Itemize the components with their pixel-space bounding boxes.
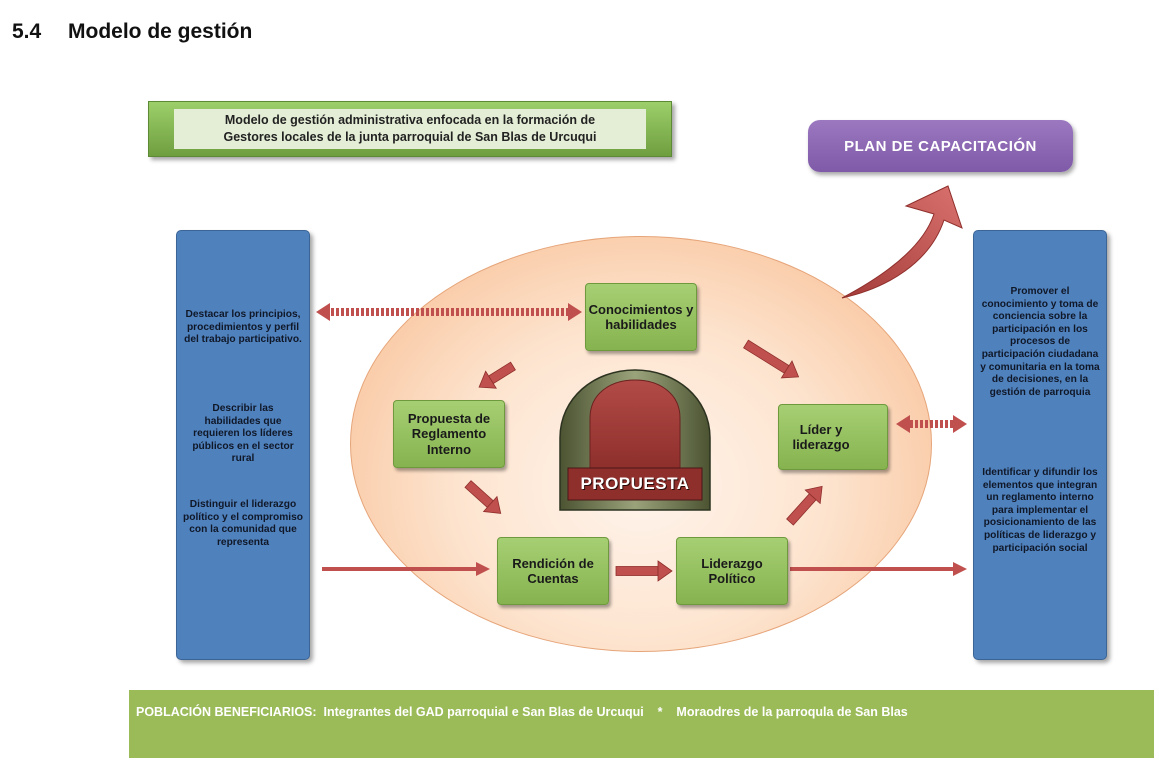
beneficiaries-separator: * <box>657 705 663 719</box>
left-objectives-panel: Destacar los principios, procedimientos … <box>176 230 310 660</box>
beneficiaries-bar: POBLACIÓN BENEFICIARIOS: Integrantes del… <box>129 690 1154 758</box>
node-rendicion-cuentas: Rendición de Cuentas <box>497 537 609 605</box>
section-number: 5.4 <box>12 20 42 43</box>
beneficiaries-item-1: Integrantes del GAD parroquial e San Bla… <box>323 705 644 719</box>
left-objective-2: Describir las habilidades que requieren … <box>192 403 294 465</box>
node-propuesta-reglamento: Propuesta de Reglamento Interno <box>393 400 505 468</box>
node-lider-liderazgo: Líder y liderazgo <box>778 404 888 470</box>
thin-arrows <box>322 562 967 576</box>
right-objectives-panel: Promover el conocimiento y toma de conci… <box>973 230 1107 660</box>
block-arrows <box>464 339 823 582</box>
section-heading: 5.4 Modelo de gestión <box>12 20 252 44</box>
title-banner-text: Modelo de gestión administrativa enfocad… <box>174 109 646 149</box>
dashed-double-arrow-left <box>316 303 582 321</box>
beneficiaries-item-2: Moraodres de la parroqula de San Blas <box>676 705 908 719</box>
left-objective-3: Distinguir el liderazgo político y el co… <box>183 499 304 548</box>
right-objective-2: Identificar y difundir los elementos que… <box>982 467 1098 554</box>
propuesta-label: PROPUESTA <box>580 474 690 493</box>
beneficiaries-text: POBLACIÓN BENEFICIARIOS: Integrantes del… <box>136 705 908 719</box>
curved-arrow-to-plan <box>841 185 963 299</box>
banner-line-2: Gestores locales de la junta parroquial … <box>223 130 597 144</box>
title-banner: Modelo de gestión administrativa enfocad… <box>148 101 672 157</box>
plan-capacitacion-box: PLAN DE CAPACITACIÓN <box>808 120 1073 172</box>
left-objective-1: Destacar los principios, procedimientos … <box>184 309 302 346</box>
node-conocimientos: Conocimientos y habilidades <box>585 283 697 351</box>
node-liderazgo-politico: Liderazgo Político <box>676 537 788 605</box>
right-objective-1: Promover el conocimiento y toma de conci… <box>980 286 1100 398</box>
dashed-double-arrow-right <box>896 415 967 433</box>
propuesta-arch <box>559 369 711 511</box>
beneficiaries-label: POBLACIÓN BENEFICIARIOS: <box>136 705 317 719</box>
section-title: Modelo de gestión <box>68 20 253 43</box>
banner-line-1: Modelo de gestión administrativa enfocad… <box>224 113 596 127</box>
